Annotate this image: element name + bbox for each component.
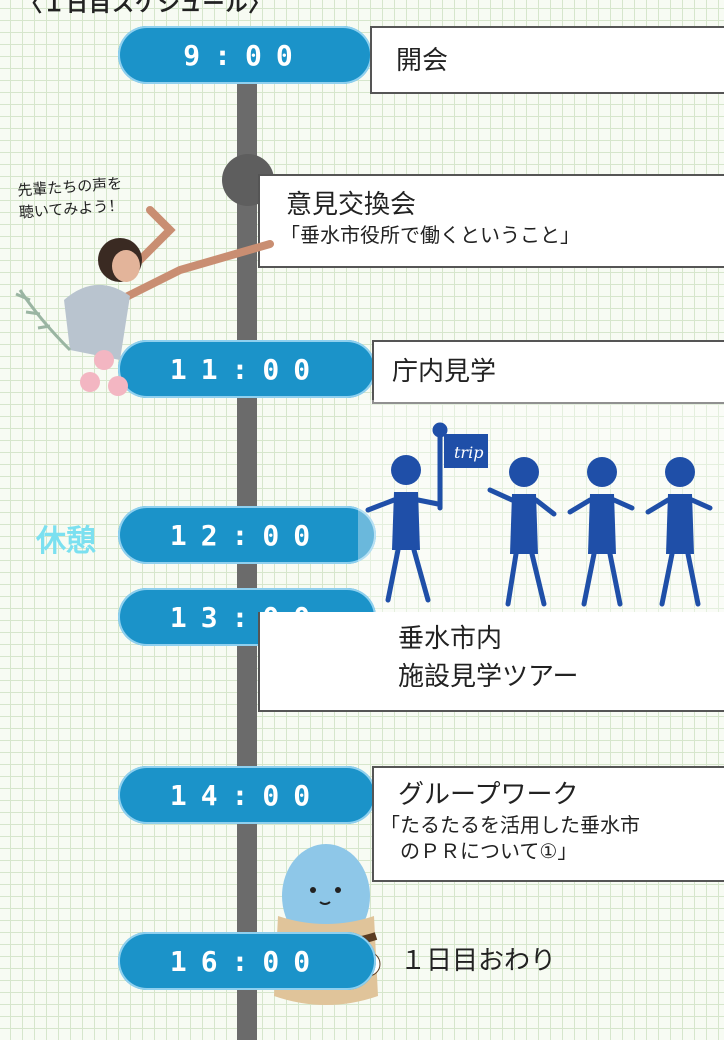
agenda-title: 垂水市内 施設見学ツアー: [398, 624, 579, 692]
flower-icon: [80, 350, 128, 396]
person-illustration: [15, 206, 274, 396]
agenda-title-end: １日目おわり: [400, 946, 557, 976]
page-title: 〈１日目スケジュール〉: [20, 0, 272, 17]
agenda-item-exchange: 意見交換会 「垂水市役所で働くということ」: [258, 174, 724, 268]
agenda-item-groupwork: グループワーク 「たるたるを活用した垂水市 のＰＲについて①」: [372, 766, 724, 882]
agenda-item-opening: 開会: [370, 26, 724, 94]
agenda-title: 開会: [396, 46, 449, 76]
time-pill-1400: 14:00: [118, 766, 376, 824]
agenda-title: グループワーク: [398, 780, 579, 810]
agenda-item-facility-tour: 垂水市内 施設見学ツアー: [258, 612, 724, 712]
agenda-subtitle: 「たるたるを活用した垂水市 のＰＲについて①」: [380, 813, 640, 863]
time-pill-1100: 11:00: [118, 340, 376, 398]
trip-illustration: trip: [358, 400, 724, 612]
agenda-item-tour: 庁内見学: [372, 340, 724, 404]
rest-label: 休憩: [36, 524, 96, 559]
time-pill-0900: 9:00: [118, 26, 372, 84]
agenda-title: 意見交換会: [286, 190, 417, 220]
agenda-subtitle: 「垂水市役所で働くということ」: [280, 223, 580, 247]
leaf-icon: [15, 289, 72, 352]
time-pill-1600: 16:00: [118, 932, 376, 990]
time-pill-1200: 12:00: [118, 506, 376, 564]
agenda-title: 庁内見学: [392, 357, 497, 387]
flag-text: trip: [454, 443, 483, 462]
walking-figures-icon: [365, 422, 713, 607]
